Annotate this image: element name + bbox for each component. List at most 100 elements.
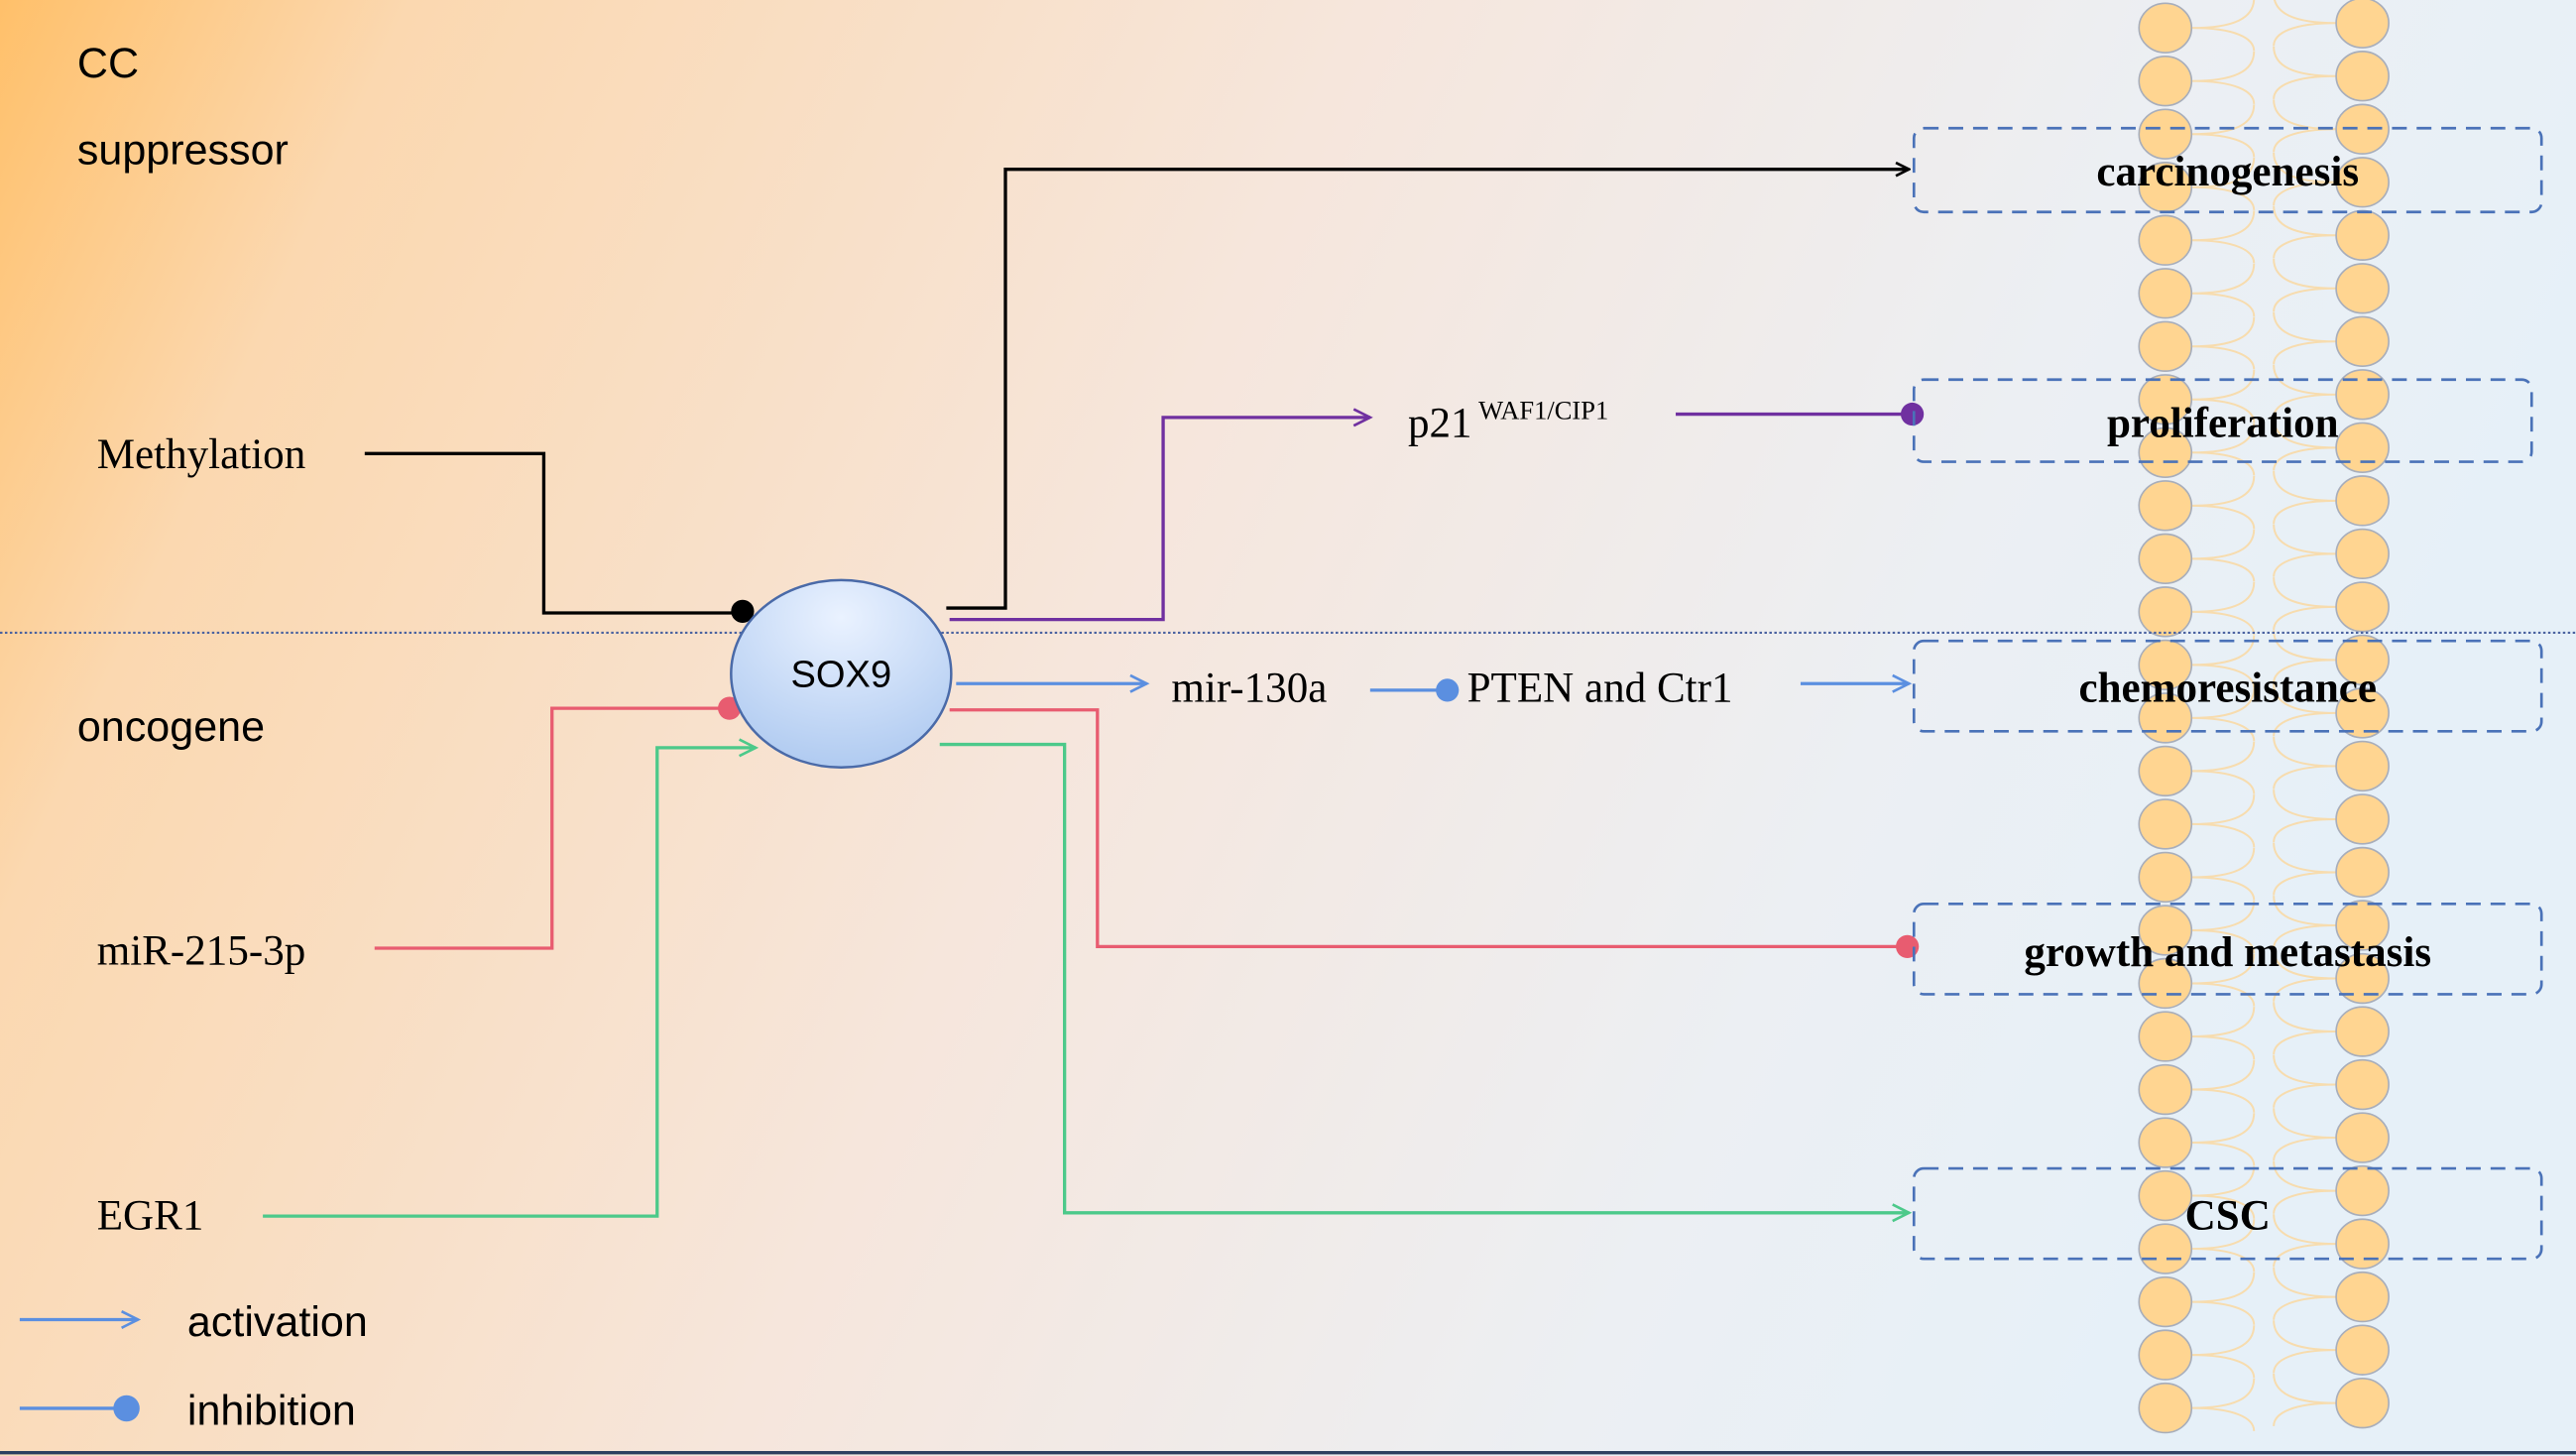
- lipid-head: [2335, 475, 2390, 527]
- lipid-tail: [2191, 1373, 2337, 1431]
- inhibition-head: [731, 599, 755, 623]
- lipid-head: [2138, 586, 2193, 638]
- outcome-label: proliferation: [2107, 401, 2339, 447]
- lipid-tail: [2191, 1002, 2337, 1060]
- lipid-head: [2335, 581, 2390, 633]
- outcome-growth-and-metastasis: growth and metastasis: [1912, 902, 2543, 996]
- lipid-tail: [2191, 1160, 2337, 1219]
- lipid-head: [2138, 1169, 2193, 1222]
- lipid-head: [2335, 209, 2390, 261]
- lipid-head: [2335, 793, 2390, 845]
- p21-superscript: WAF1/CIP1: [1478, 396, 1608, 425]
- lipid-head: [2138, 1011, 2193, 1062]
- lipid-tail: [2191, 258, 2337, 317]
- lipid-tail: [2191, 842, 2337, 901]
- lipid-head: [2335, 528, 2390, 580]
- lipid-head: [2335, 263, 2390, 314]
- inhibition-head: [1901, 402, 1925, 426]
- egr1-edge: [263, 738, 760, 1218]
- lipid-head: [2335, 687, 2390, 739]
- lipid-head: [2138, 851, 2193, 904]
- inhibition-head: [1896, 934, 1920, 958]
- zone-label-cc: CC: [77, 40, 139, 87]
- lipid-head: [2335, 0, 2390, 49]
- lipid-tail: [2191, 896, 2337, 954]
- sox9-node[interactable]: SOX9: [730, 578, 953, 770]
- lipid-head: [2138, 745, 2193, 797]
- lipid-head: [2335, 157, 2390, 208]
- lipid-head: [2138, 533, 2193, 585]
- legend-inhibition: inhibition: [187, 1388, 356, 1435]
- zone-label-oncogene: oncogene: [77, 703, 265, 751]
- lipid-tail: [2191, 470, 2337, 530]
- lipid-head: [2138, 2, 2193, 54]
- legend: activation inhibition: [19, 1298, 368, 1435]
- lipid-tail: [2191, 1267, 2337, 1325]
- lipid-head: [2138, 905, 2193, 956]
- lipid-head: [2335, 369, 2390, 421]
- lipid-head: [2335, 51, 2390, 102]
- lipid-head: [2335, 422, 2390, 474]
- lipid-tail: [2191, 99, 2337, 158]
- lipid-tail: [2191, 577, 2337, 636]
- outcome-label: carcinogenesis: [2096, 149, 2359, 195]
- outcome-label: CSC: [2185, 1192, 2271, 1239]
- p21-edge: [949, 408, 1373, 622]
- lipid-head: [2335, 740, 2390, 792]
- lipid-head: [2138, 268, 2193, 319]
- lipid-tail: [2191, 46, 2337, 105]
- lipid-head: [2138, 1382, 2193, 1434]
- lipid-head: [2138, 320, 2193, 372]
- lipid-head: [2335, 900, 2390, 951]
- lipid-tail: [2191, 0, 2337, 52]
- csc-edge: [939, 742, 1913, 1223]
- lipid-head: [2335, 1218, 2390, 1270]
- lipid-head: [2335, 1324, 2390, 1376]
- lipid-tail: [2191, 948, 2337, 1007]
- lipid-head: [2335, 1006, 2390, 1057]
- lipid-tail: [2191, 364, 2337, 424]
- lipid-tail: [2191, 630, 2337, 688]
- lipid-head: [2138, 108, 2193, 160]
- inhibition-head: [1436, 678, 1460, 702]
- lipid-tail: [2191, 1214, 2337, 1273]
- lipid-head: [2335, 103, 2390, 155]
- outcome-csc: CSC: [1912, 1166, 2543, 1261]
- mir215-node: miR-215-3p: [97, 928, 306, 975]
- lipid-head: [2335, 952, 2390, 1005]
- lipid-tail: [2191, 311, 2337, 370]
- lipid-head: [2138, 1223, 2193, 1274]
- egr1-node: EGR1: [97, 1192, 204, 1239]
- lipid-tail: [2191, 205, 2337, 264]
- outcome-label: growth and metastasis: [2024, 929, 2431, 976]
- lipid-head: [2335, 1058, 2390, 1111]
- lipid-tail: [2191, 683, 2337, 742]
- lipid-head: [2138, 214, 2193, 266]
- mir215-edge: [374, 706, 724, 950]
- legend-activation: activation: [187, 1298, 368, 1346]
- methylation-node: Methylation: [97, 431, 306, 478]
- lipid-head: [2138, 798, 2193, 850]
- lipid-head: [2138, 639, 2193, 691]
- lipid-tail: [2191, 418, 2337, 476]
- carcinogenesis-edge: [946, 170, 1909, 610]
- lipid-head: [2335, 634, 2390, 686]
- lipid-head: [2138, 1117, 2193, 1168]
- lipid-tail: [2191, 1320, 2337, 1379]
- lipid-tail: [2191, 1054, 2337, 1113]
- lipid-head: [2138, 1063, 2193, 1116]
- lipid-head: [2138, 374, 2193, 425]
- lipid-head: [2335, 1112, 2390, 1163]
- lipid-tail: [2191, 152, 2337, 211]
- outcome-proliferation: proliferation: [1912, 378, 2533, 463]
- lipid-head: [2138, 1275, 2193, 1328]
- pten-node: PTEN and Ctr1: [1467, 665, 1733, 711]
- lipid-tail: [2191, 736, 2337, 794]
- lipid-tail: [2191, 789, 2337, 848]
- lipid-head: [2335, 1164, 2390, 1217]
- lipid-head: [2335, 1377, 2390, 1429]
- lipid-head: [2335, 1271, 2390, 1323]
- zone-label-suppressor: suppressor: [77, 127, 289, 175]
